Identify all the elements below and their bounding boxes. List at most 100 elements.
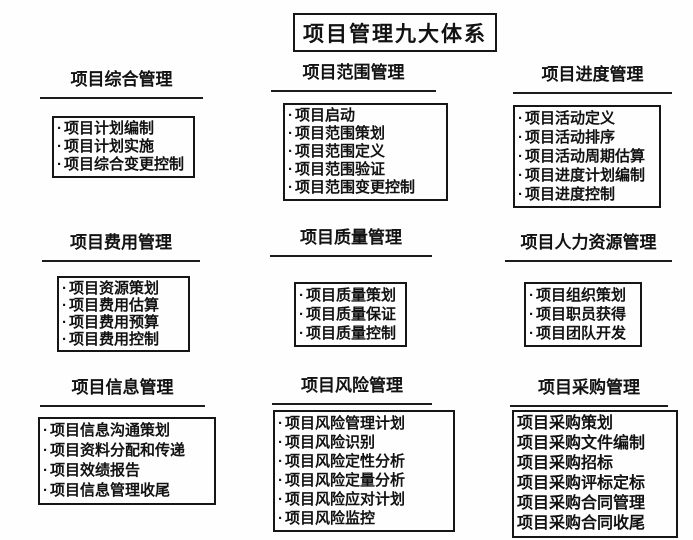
item-label: 项目进度控制	[525, 186, 616, 203]
item-label: 项目计划编制	[64, 120, 155, 137]
bullet-dot: ·	[62, 280, 67, 297]
section-header-integration: 项目综合管理	[40, 70, 203, 99]
section-box-integration: ·项目计划编制·项目计划实施·项目综合变更控制	[52, 116, 195, 178]
item-label: 项目职员获得	[536, 306, 627, 323]
item-label: 项目质量策划	[306, 287, 397, 304]
bullet-dot: ·	[57, 156, 62, 173]
section-header-cost: 项目费用管理	[42, 233, 200, 262]
item-label: 项目团队开发	[536, 325, 627, 342]
item-label: 项目费用预算	[69, 314, 160, 331]
bullet-dot: ·	[62, 314, 67, 331]
bullet-dot: ·	[299, 306, 304, 323]
list-item: ·项目风险定性分析	[278, 452, 450, 471]
bullet-dot: ·	[288, 161, 293, 178]
list-item: 项目采购合同管理	[517, 494, 673, 514]
item-label: 项目费用估算	[69, 297, 160, 314]
list-item: ·项目职员获得	[529, 305, 637, 324]
list-item: ·项目范围定义	[288, 143, 443, 161]
item-label: 项目采购策划	[517, 415, 614, 432]
list-item: ·项目费用预算	[62, 314, 185, 331]
item-label: 项目活动排序	[525, 129, 616, 146]
list-item: 项目采购策划	[517, 414, 673, 434]
list-item: ·项目进度控制	[518, 185, 656, 204]
section-header-risk: 项目风险管理	[272, 376, 432, 405]
item-label: 项目质量控制	[306, 325, 397, 342]
list-item: ·项目风险识别	[278, 433, 450, 452]
item-label: 项目效绩报告	[50, 462, 141, 479]
item-label: 项目采购招标	[517, 455, 614, 472]
bullet-dot: ·	[57, 120, 62, 137]
bullet-dot: ·	[518, 129, 523, 146]
item-label: 项目信息管理收尾	[50, 482, 171, 499]
section-box-human-resource: ·项目组织策划·项目职员获得·项目团队开发	[524, 282, 642, 347]
bullet-dot: ·	[278, 510, 283, 527]
item-label: 项目范围策划	[295, 125, 386, 142]
bullet-dot: ·	[299, 287, 304, 304]
item-label: 项目采购评标定标	[517, 475, 646, 492]
section-header-human-resource: 项目人力资源管理	[505, 233, 672, 262]
item-label: 项目综合变更控制	[64, 156, 185, 173]
list-item: ·项目活动周期估算	[518, 147, 656, 166]
list-item: ·项目计划编制	[57, 120, 190, 138]
bullet-dot: ·	[278, 472, 283, 489]
list-item: ·项目信息管理收尾	[43, 481, 211, 501]
list-item: ·项目质量控制	[299, 324, 402, 343]
list-item: ·项目团队开发	[529, 324, 637, 343]
list-item: ·项目质量策划	[299, 286, 402, 305]
item-label: 项目计划实施	[64, 138, 155, 155]
item-label: 项目组织策划	[536, 287, 627, 304]
item-label: 项目启动	[295, 107, 356, 124]
bullet-dot: ·	[529, 287, 534, 304]
list-item: ·项目质量保证	[299, 305, 402, 324]
item-label: 项目资料分配和传递	[50, 442, 186, 459]
list-item: ·项目资源策划	[62, 280, 185, 297]
item-label: 项目质量保证	[306, 306, 397, 323]
bullet-dot: ·	[278, 415, 283, 432]
bullet-dot: ·	[518, 110, 523, 127]
list-item: ·项目风险定量分析	[278, 471, 450, 490]
item-label: 项目进度计划编制	[525, 167, 646, 184]
list-item: ·项目进度计划编制	[518, 166, 656, 185]
section-header-procurement: 项目采购管理	[510, 378, 668, 407]
section-header-information: 项目信息管理	[40, 378, 205, 407]
list-item: ·项目组织策划	[529, 286, 637, 305]
bullet-dot: ·	[43, 462, 48, 479]
item-label: 项目风险识别	[285, 434, 376, 451]
list-item: 项目采购合同收尾	[517, 514, 673, 534]
list-item: ·项目范围策划	[288, 125, 443, 143]
bullet-dot: ·	[518, 186, 523, 203]
bullet-dot: ·	[288, 125, 293, 142]
list-item: ·项目资料分配和传递	[43, 441, 211, 461]
list-item: ·项目启动	[288, 107, 443, 125]
item-label: 项目范围验证	[295, 161, 386, 178]
item-label: 项目采购文件编制	[517, 435, 646, 452]
item-label: 项目活动定义	[525, 110, 616, 127]
list-item: ·项目范围变更控制	[288, 179, 443, 197]
list-item: 项目采购文件编制	[517, 434, 673, 454]
list-item: ·项目信息沟通策划	[43, 421, 211, 441]
item-label: 项目风险定量分析	[285, 472, 406, 489]
bullet-dot: ·	[62, 331, 67, 348]
list-item: ·项目范围验证	[288, 161, 443, 179]
section-box-scope: ·项目启动·项目范围策划·项目范围定义·项目范围验证·项目范围变更控制	[283, 103, 448, 201]
bullet-dot: ·	[43, 422, 48, 439]
bullet-dot: ·	[278, 453, 283, 470]
diagram-title: 项目管理九大体系	[293, 13, 497, 52]
list-item: 项目采购评标定标	[517, 474, 673, 494]
bullet-dot: ·	[299, 325, 304, 342]
section-box-quality: ·项目质量策划·项目质量保证·项目质量控制	[294, 282, 407, 347]
bullet-dot: ·	[43, 482, 48, 499]
list-item: ·项目综合变更控制	[57, 156, 190, 174]
list-item: ·项目效绩报告	[43, 461, 211, 481]
bullet-dot: ·	[288, 143, 293, 160]
section-box-risk: ·项目风险管理计划·项目风险识别·项目风险定性分析·项目风险定量分析·项目风险应…	[273, 410, 455, 532]
list-item: ·项目风险管理计划	[278, 414, 450, 433]
list-item: ·项目费用估算	[62, 297, 185, 314]
bullet-dot: ·	[518, 167, 523, 184]
list-item: ·项目风险监控	[278, 509, 450, 528]
section-header-scope: 项目范围管理	[271, 63, 436, 92]
item-label: 项目风险监控	[285, 510, 376, 527]
section-box-cost: ·项目资源策划·项目费用估算·项目费用预算·项目费用控制	[57, 276, 190, 352]
item-label: 项目信息沟通策划	[50, 422, 171, 439]
item-label: 项目活动周期估算	[525, 148, 646, 165]
